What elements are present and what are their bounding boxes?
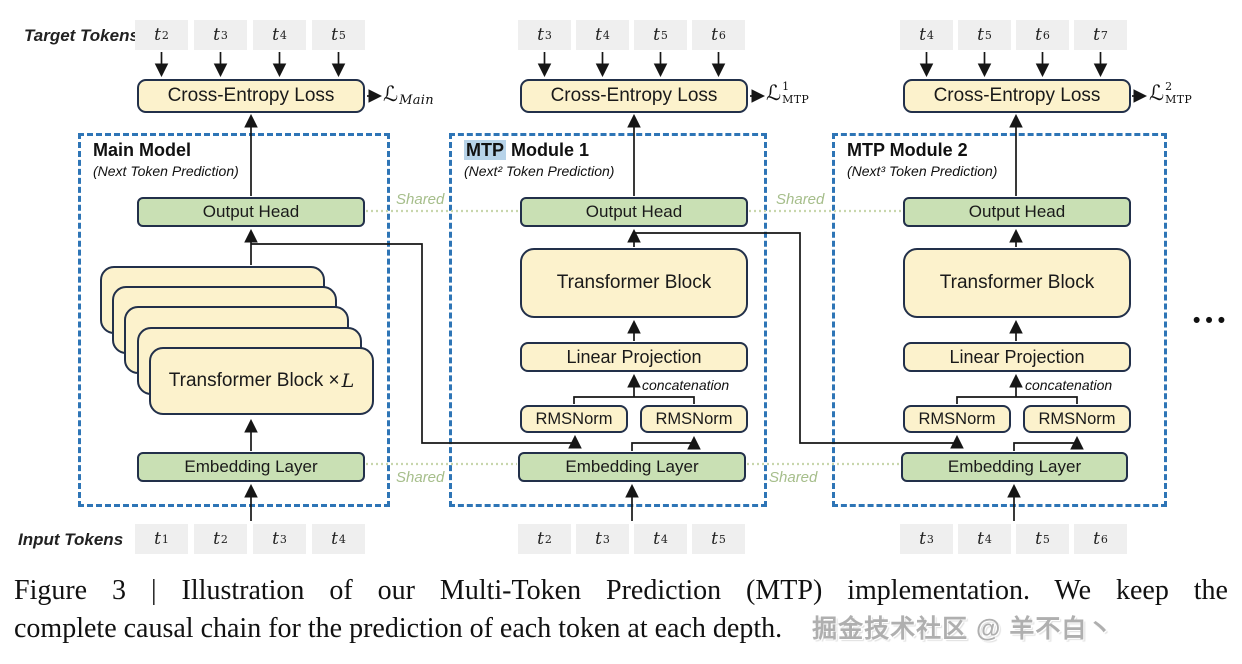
embedding-layer-box: Embedding Layer <box>137 452 365 482</box>
linear-projection-box: Linear Projection <box>520 342 748 372</box>
module-title: MTP Module 1 <box>464 140 590 160</box>
target-tokens-label: Target Tokens <box>24 26 139 45</box>
transformer-block-box: Transformer Block <box>903 248 1131 318</box>
embedding-layer-box: Embedding Layer <box>518 452 746 482</box>
ellipsis: ••• <box>1193 309 1231 332</box>
module-title: Main Model <box>93 140 191 160</box>
module-subtitle: (Next² Token Prediction) <box>464 163 615 179</box>
input-tokens-label: Input Tokens <box>18 530 124 549</box>
mtp-module-1: MTP Module 1 (Next² Token Prediction) <box>449 133 767 507</box>
script-l: ℒ <box>383 82 399 106</box>
module-subtitle: (Next Token Prediction) <box>93 163 239 179</box>
rmsnorm-left-box: RMSNorm <box>903 405 1011 433</box>
cross-entropy-loss-box: Cross-Entropy Loss <box>903 79 1131 113</box>
module-subtitle: (Next³ Token Prediction) <box>847 163 998 179</box>
cross-entropy-loss-box: Cross-Entropy Loss <box>520 79 748 113</box>
module-title-highlight: MTP <box>464 140 506 160</box>
linear-projection-box: Linear Projection <box>903 342 1131 372</box>
script-l: ℒ <box>766 81 782 105</box>
caption-line-2: complete causal chain for the prediction… <box>14 609 1228 645</box>
mtp-module-2: MTP Module 2 (Next³ Token Prediction) <box>832 133 1167 507</box>
output-head-box: Output Head <box>903 197 1131 227</box>
transformer-block-xl-box: Transformer Block × L <box>149 347 374 415</box>
shared-label: Shared <box>769 469 818 486</box>
output-head-box: Output Head <box>137 197 365 227</box>
rmsnorm-left-box: RMSNorm <box>520 405 628 433</box>
module-title: MTP Module 2 <box>847 140 968 160</box>
embedding-layer-box: Embedding Layer <box>901 452 1128 482</box>
figure-caption: Figure 3 | Illustration of our Multi-Tok… <box>14 575 1228 645</box>
transformer-block-box: Transformer Block <box>520 248 748 318</box>
rmsnorm-right-box: RMSNorm <box>640 405 748 433</box>
shared-label: Shared <box>396 469 445 486</box>
concatenation-label: concatenation <box>642 377 730 393</box>
cross-entropy-loss-box: Cross-Entropy Loss <box>137 79 365 113</box>
output-head-box: Output Head <box>520 197 748 227</box>
concatenation-label: concatenation <box>1025 377 1113 393</box>
watermark: 掘金技术社区 @ 羊不白丶 <box>812 615 1114 643</box>
shared-label: Shared <box>396 191 445 208</box>
script-l: ℒ <box>1149 81 1165 105</box>
rmsnorm-right-box: RMSNorm <box>1023 405 1131 433</box>
caption-line-1: Figure 3 | Illustration of our Multi-Tok… <box>14 575 1228 606</box>
shared-label: Shared <box>776 191 825 208</box>
